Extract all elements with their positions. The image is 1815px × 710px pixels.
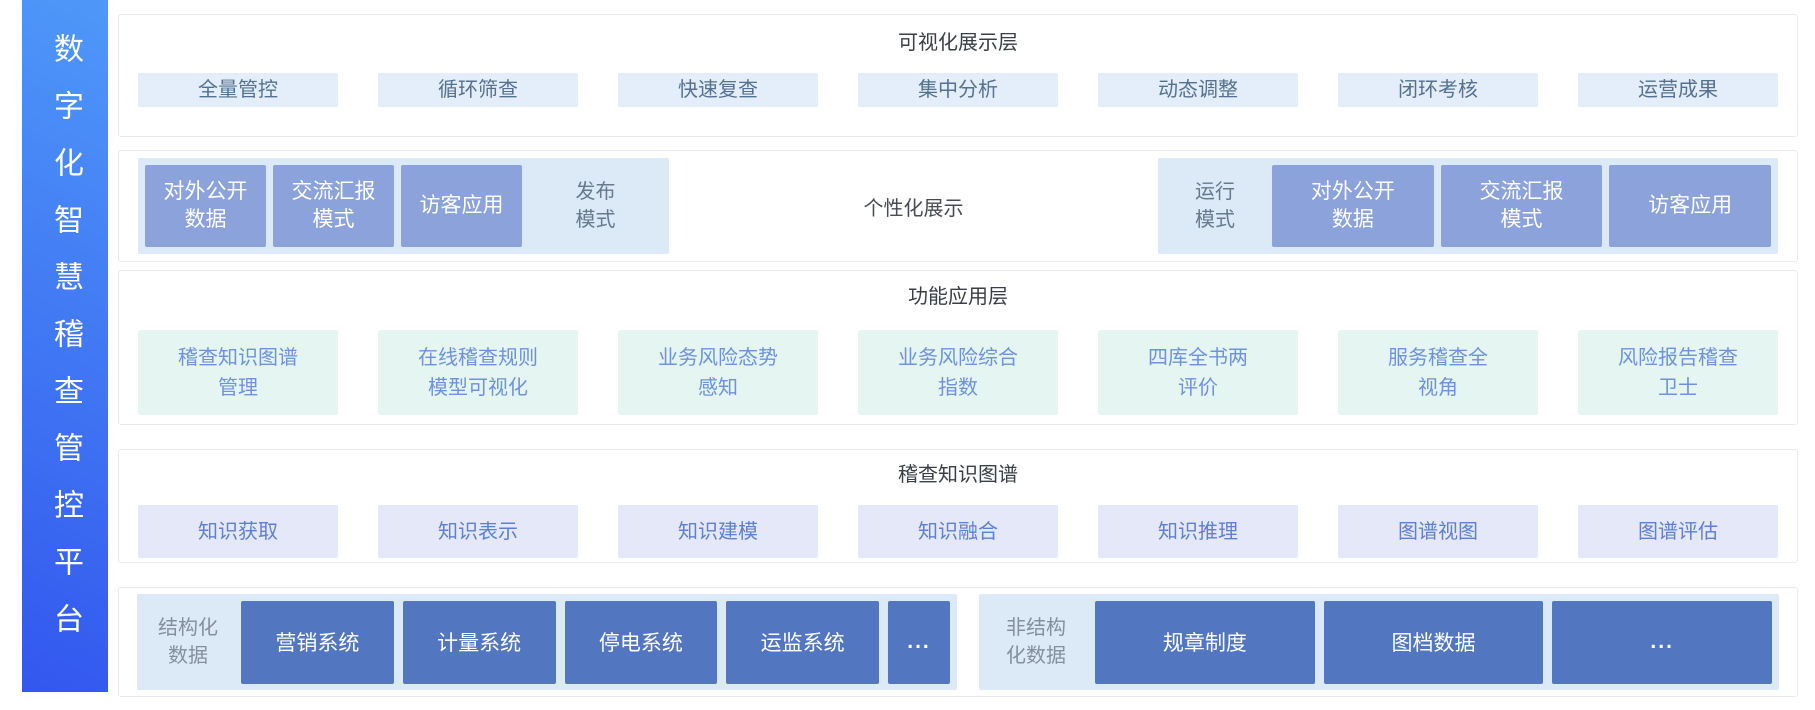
kg-chip-reasoning: 知识推理 — [1098, 505, 1298, 558]
layer-knowledge-graph: 稽查知识图谱 知识获取 知识表示 知识建模 知识融合 知识推理 图谱视图 图谱评… — [118, 449, 1798, 563]
run-box-public-data: 对外公开 数据 — [1272, 165, 1434, 247]
data-box-marketing-system: 营销系统 — [241, 600, 394, 684]
kg-chip-acquisition: 知识获取 — [138, 505, 338, 558]
viz-chip-dynamic-adjustment: 动态调整 — [1098, 73, 1298, 107]
layer-function: 功能应用层 稽查知识图谱 管理 在线稽查规则 模型可视化 业务风险态势 感知 业… — [118, 270, 1798, 425]
func-chip-online-rule-model: 在线稽查规则 模型可视化 — [378, 330, 578, 415]
func-chip-service-inspection-view: 服务稽查全 视角 — [1338, 330, 1538, 415]
kg-chip-fusion: 知识融合 — [858, 505, 1058, 558]
knowledge-graph-chip-row: 知识获取 知识表示 知识建模 知识融合 知识推理 图谱视图 图谱评估 — [119, 505, 1797, 558]
platform-title: 数字化智慧稽查管控平台 — [49, 32, 82, 660]
function-chip-row: 稽查知识图谱 管理 在线稽查规则 模型可视化 业务风险态势 感知 业务风险综合 … — [119, 330, 1797, 415]
viz-chip-quick-recheck: 快速复查 — [618, 73, 818, 107]
unstructured-data-label: 非结构 化数据 — [1006, 617, 1066, 667]
platform-title-bar: 数字化智慧稽查管控平台 — [22, 0, 108, 692]
func-chip-four-libraries: 四库全书两 评价 — [1098, 330, 1298, 415]
run-mode-label: 运行 模式 — [1195, 181, 1235, 231]
func-chip-knowledge-graph-mgmt: 稽查知识图谱 管理 — [138, 330, 338, 415]
publish-box-exchange-report: 交流汇报 模式 — [273, 165, 394, 247]
data-box-unstructured-more: ... — [1552, 600, 1773, 684]
kg-chip-representation: 知识表示 — [378, 505, 578, 558]
layer-display-modes: 对外公开 数据 交流汇报 模式 访客应用 发布 模式 个性化展示 运行 模式 对… — [118, 150, 1798, 262]
viz-chip-cycle-screening: 循环筛查 — [378, 73, 578, 107]
publish-mode-label: 发布 模式 — [575, 181, 616, 231]
layer-knowledge-graph-title: 稽查知识图谱 — [898, 464, 1018, 486]
data-box-rules-regulations: 规章制度 — [1095, 600, 1315, 684]
unstructured-data-panel: 非结构 化数据 规章制度 图档数据 ... — [979, 594, 1779, 690]
func-chip-risk-situation: 业务风险态势 感知 — [618, 330, 818, 415]
publish-box-visitor-app: 访客应用 — [401, 165, 522, 247]
data-box-structured-more: ... — [888, 600, 950, 684]
viz-chip-operation-results: 运营成果 — [1578, 73, 1778, 107]
visualization-chip-row: 全量管控 循环筛查 快速复查 集中分析 动态调整 闭环考核 运营成果 — [119, 73, 1797, 107]
structured-data-label: 结构化 数据 — [158, 617, 218, 667]
viz-chip-full-control: 全量管控 — [138, 73, 338, 107]
run-mode-panel: 运行 模式 对外公开 数据 交流汇报 模式 访客应用 — [1158, 158, 1778, 254]
run-box-visitor-app: 访客应用 — [1609, 165, 1772, 247]
kg-chip-graph-evaluation: 图谱评估 — [1578, 505, 1778, 558]
kg-chip-modeling: 知识建模 — [618, 505, 818, 558]
data-box-drawing-archive-data: 图档数据 — [1323, 600, 1544, 684]
data-box-operation-monitoring-system: 运监系统 — [726, 600, 879, 684]
data-box-metering-system: 计量系统 — [402, 600, 556, 684]
viz-chip-centralized-analysis: 集中分析 — [858, 73, 1058, 107]
layer-visualization-title: 可视化展示层 — [898, 32, 1018, 54]
personalized-display-label: 个性化展示 — [863, 197, 964, 220]
publish-mode-panel: 对外公开 数据 交流汇报 模式 访客应用 发布 模式 — [138, 158, 669, 254]
kg-chip-graph-view: 图谱视图 — [1338, 505, 1538, 558]
publish-box-public-data: 对外公开 数据 — [145, 165, 266, 247]
layer-data-sources: 结构化 数据 营销系统 计量系统 停电系统 运监系统 ... 非结构 化数据 规… — [118, 587, 1798, 697]
architecture-diagram: 可视化展示层 全量管控 循环筛查 快速复查 集中分析 动态调整 闭环考核 运营成… — [118, 14, 1798, 697]
layer-visualization: 可视化展示层 全量管控 循环筛查 快速复查 集中分析 动态调整 闭环考核 运营成… — [118, 14, 1798, 137]
layer-function-title: 功能应用层 — [908, 286, 1008, 308]
data-box-outage-system: 停电系统 — [564, 600, 718, 684]
func-chip-risk-index: 业务风险综合 指数 — [858, 330, 1058, 415]
run-box-exchange-report: 交流汇报 模式 — [1440, 165, 1603, 247]
func-chip-risk-report-guard: 风险报告稽查 卫士 — [1578, 330, 1778, 415]
viz-chip-closed-loop-assessment: 闭环考核 — [1338, 73, 1538, 107]
structured-data-panel: 结构化 数据 营销系统 计量系统 停电系统 运监系统 ... — [137, 594, 957, 690]
